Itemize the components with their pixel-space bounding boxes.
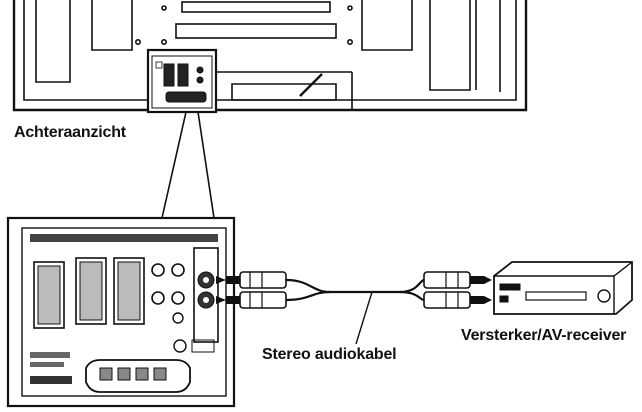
connector-panel: [6, 216, 236, 408]
tv-terminal-block: [146, 48, 218, 114]
rca-plug-icon: [423, 291, 484, 309]
cable-label: Stereo audiokabel: [262, 346, 397, 363]
receiver-label: Versterker/AV-receiver: [461, 327, 627, 344]
callout-lines: [161, 111, 215, 219]
rca-plug-icon: [423, 271, 484, 289]
av-receiver-icon: [493, 261, 633, 315]
stereo-audio-cable: [216, 271, 492, 345]
tv-rear-illustration: [12, 0, 528, 112]
rear-view-label: Achteraanzicht: [14, 124, 126, 141]
